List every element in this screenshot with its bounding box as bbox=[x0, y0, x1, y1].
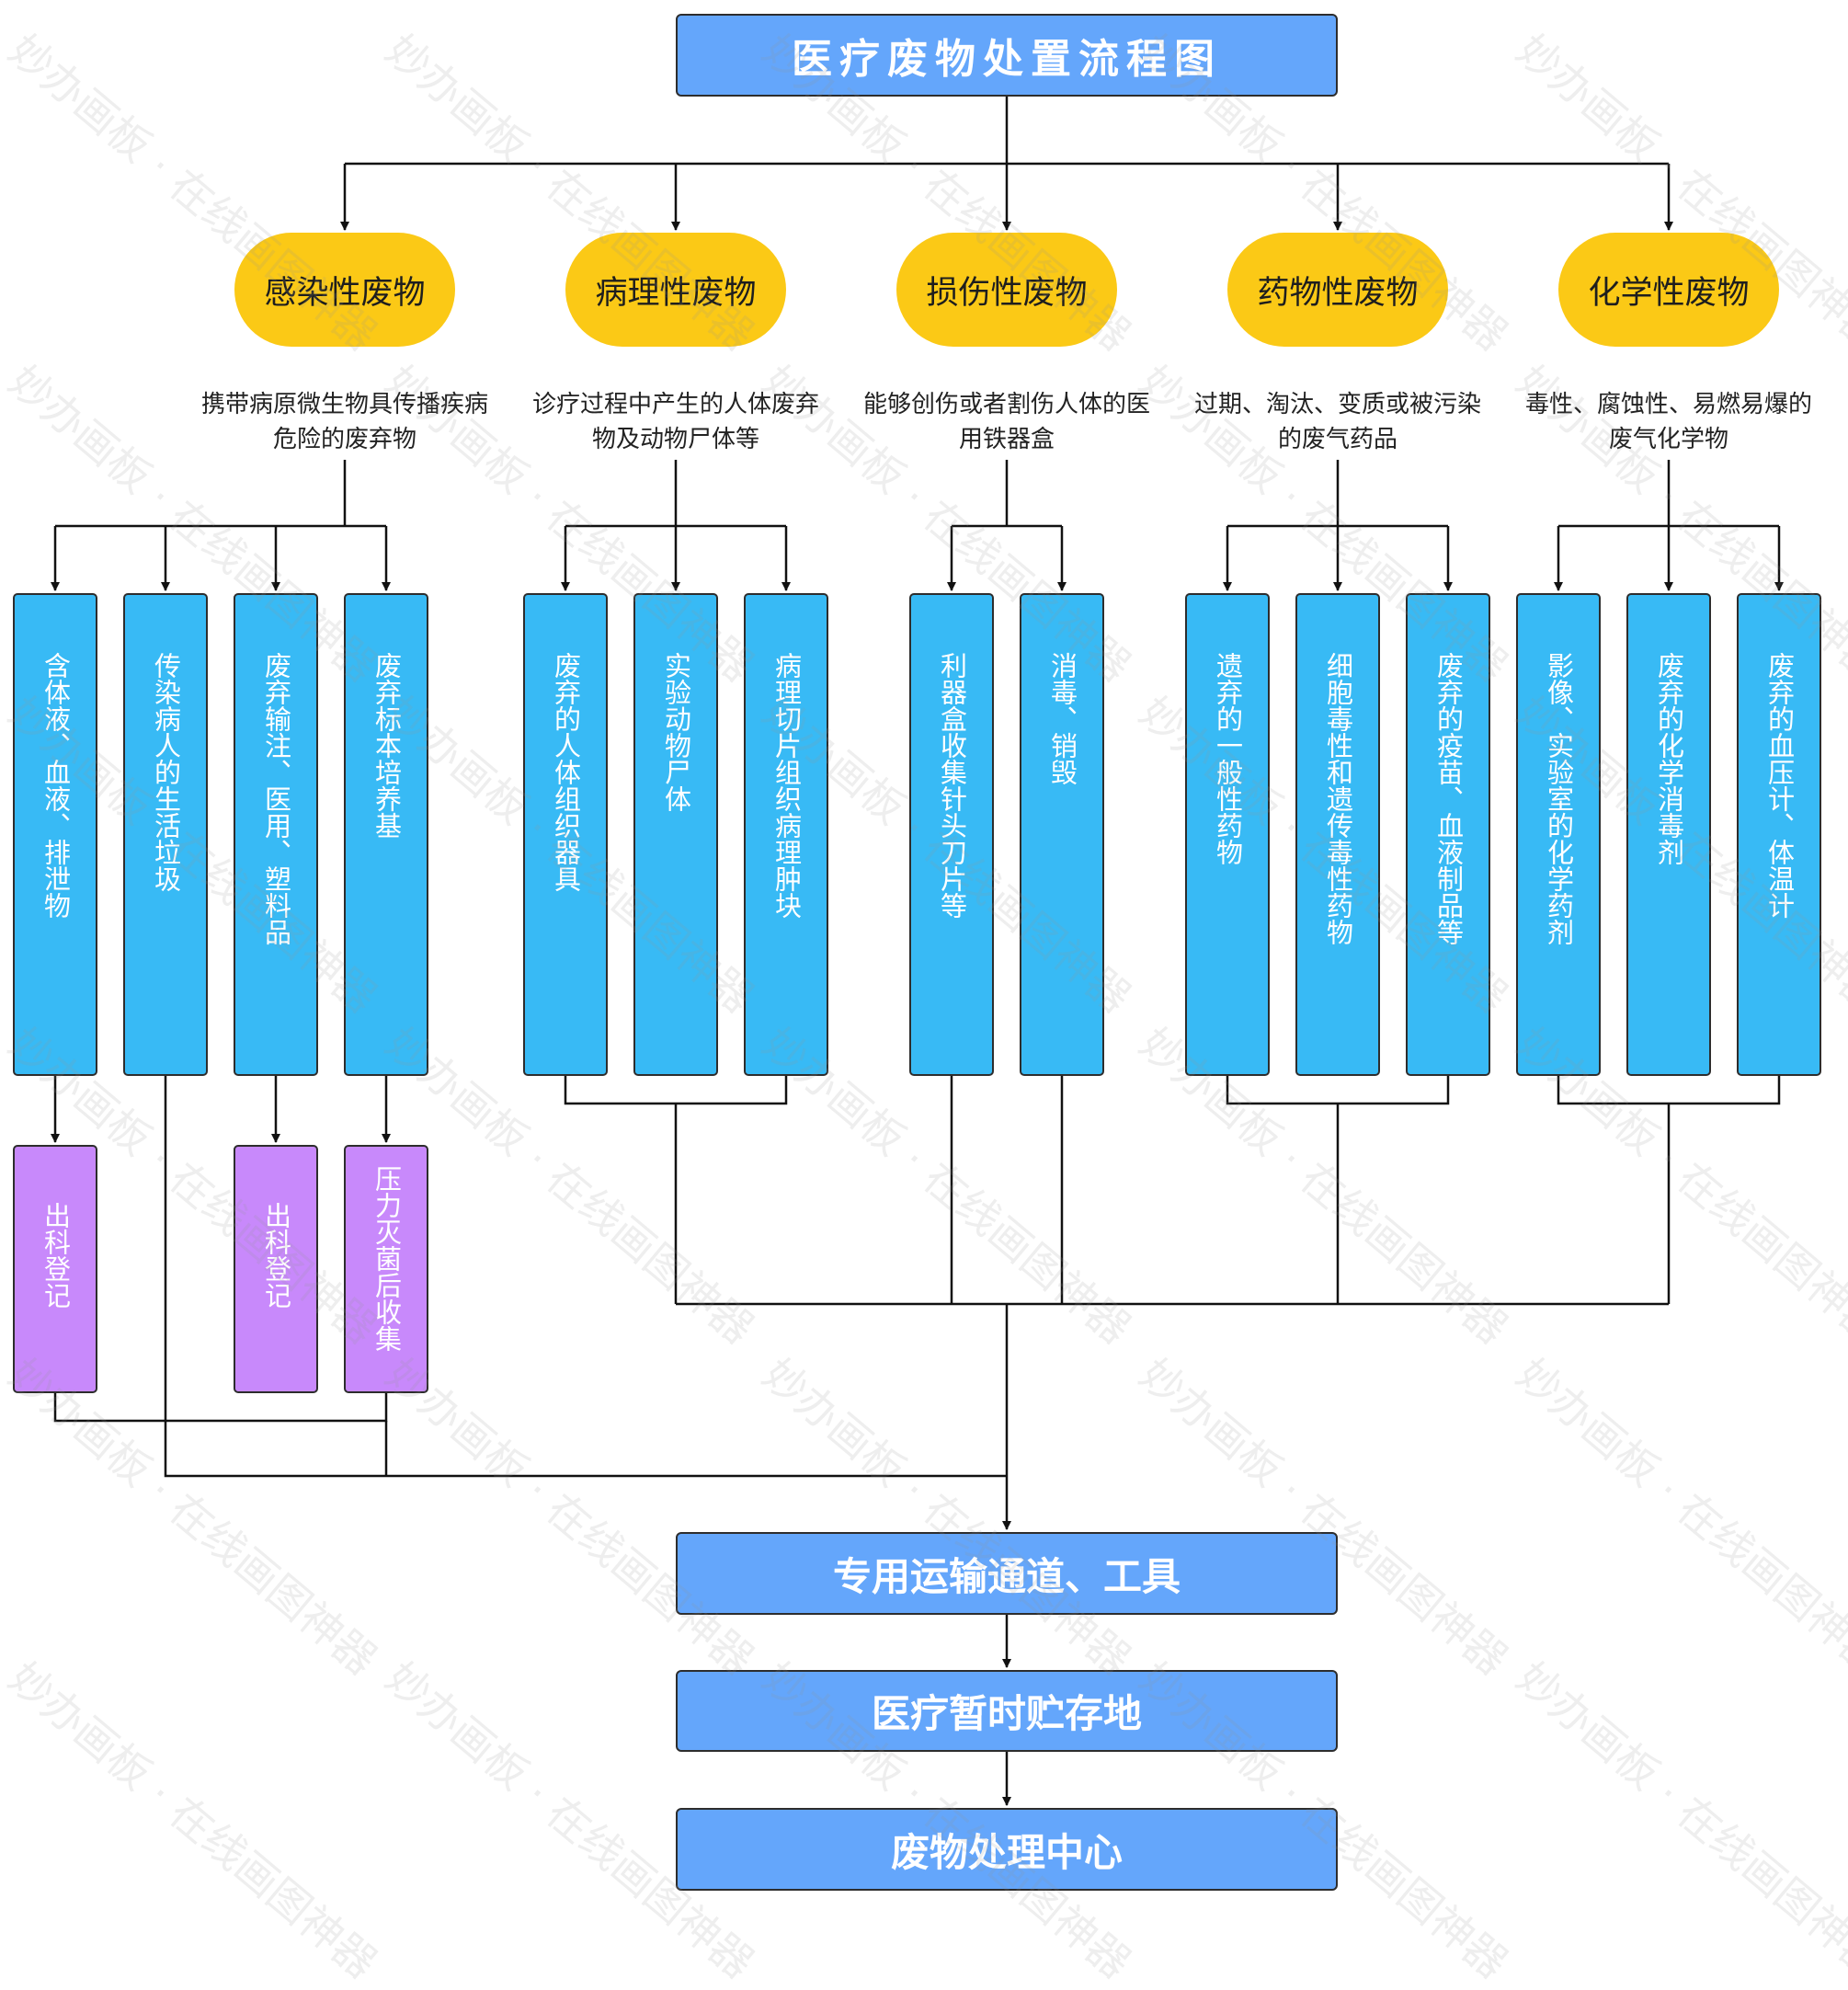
storage-box: 医疗暂时贮存地 bbox=[676, 1670, 1338, 1752]
category-pharmaceutical: 药物性废物 bbox=[1227, 233, 1448, 347]
description-line: 携带病原微生物具传播疾病 bbox=[200, 391, 488, 418]
category-description: 过期、淘汰、变质或被污染的废气药品 bbox=[1181, 387, 1494, 457]
connector-lines bbox=[51, 97, 1784, 1806]
item-label: 影像、实验室的化学药剂 bbox=[1543, 652, 1575, 945]
description-line: 毒性、腐蚀性、易燃易爆的 bbox=[1524, 391, 1812, 418]
category-label: 损伤性废物 bbox=[926, 274, 1088, 312]
category-chemical: 化学性废物 bbox=[1558, 233, 1779, 347]
sub-item-label: 出科登记 bbox=[260, 1202, 292, 1309]
category-description: 携带病原微生物具传播疾病危险的废弃物 bbox=[188, 387, 501, 457]
item-general-drugs: 遗弃的一般性药物 bbox=[1185, 593, 1270, 1076]
transport-box: 专用运输通道、工具 bbox=[676, 1532, 1338, 1615]
sub-item-register: 出科登记 bbox=[234, 1145, 318, 1393]
treatment-label: 废物处理中心 bbox=[890, 1829, 1123, 1875]
description-line: 的废气药品 bbox=[1277, 426, 1397, 453]
item-label: 病理切片组织病理肿块 bbox=[770, 652, 803, 919]
item-vaccines-blood: 废弃的疫苗、血液制品等 bbox=[1406, 593, 1490, 1076]
category-label: 病理性废物 bbox=[595, 274, 757, 312]
item-disinfectants: 废弃的化学消毒剂 bbox=[1626, 593, 1711, 1076]
category-description: 能够创伤或者割伤人体的医用铁器盒 bbox=[850, 387, 1163, 457]
category-pathological: 病理性废物 bbox=[565, 233, 786, 347]
item-specimen-culture: 废弃标本培养基 bbox=[344, 593, 428, 1076]
item-label: 废弃标本培养基 bbox=[371, 652, 403, 839]
title-text: 医疗废物处置流程图 bbox=[792, 36, 1222, 83]
item-label: 利器盒收集针头刀片等 bbox=[936, 652, 968, 919]
item-label: 实验动物尸体 bbox=[660, 652, 692, 812]
item-label: 细胞毒性和遗传毒性药物 bbox=[1322, 652, 1354, 945]
storage-label: 医疗暂时贮存地 bbox=[871, 1691, 1142, 1736]
description-line: 物及动物尸体等 bbox=[591, 426, 759, 453]
item-cytotoxic-drugs: 细胞毒性和遗传毒性药物 bbox=[1295, 593, 1380, 1076]
category-description: 毒性、腐蚀性、易燃易爆的废气化学物 bbox=[1512, 387, 1825, 457]
sub-item-label: 出科登记 bbox=[40, 1202, 72, 1309]
description-line: 过期、淘汰、变质或被污染 bbox=[1193, 391, 1481, 418]
description-line: 诊疗过程中产生的人体废弃 bbox=[531, 391, 819, 418]
item-label: 含体液、血液、排泄物 bbox=[40, 652, 72, 919]
item-animal-carcass: 实验动物尸体 bbox=[633, 593, 718, 1076]
category-label: 药物性废物 bbox=[1257, 274, 1419, 312]
treatment-center-box: 废物处理中心 bbox=[676, 1808, 1338, 1891]
sub-item-label: 压力灭菌后收集 bbox=[371, 1165, 403, 1352]
item-disinfect-destroy: 消毒、销毁 bbox=[1020, 593, 1104, 1076]
item-label: 消毒、销毁 bbox=[1046, 652, 1078, 785]
item-patient-waste: 传染病人的生活垃圾 bbox=[123, 593, 208, 1076]
sub-item-sterilize: 压力灭菌后收集 bbox=[344, 1145, 428, 1393]
item-pathology-slices: 病理切片组织病理肿块 bbox=[744, 593, 828, 1076]
item-label: 废弃的人体组织器具 bbox=[550, 652, 582, 892]
description-line: 用铁器盒 bbox=[958, 426, 1055, 453]
item-label: 废弃输注、医用、塑料品 bbox=[260, 652, 292, 945]
item-body-fluids: 含体液、血液、排泄物 bbox=[13, 593, 97, 1076]
item-infusion-plastics: 废弃输注、医用、塑料品 bbox=[234, 593, 318, 1076]
category-label: 感染性废物 bbox=[264, 274, 426, 312]
description-line: 废气化学物 bbox=[1608, 426, 1728, 453]
item-label: 传染病人的生活垃圾 bbox=[150, 652, 182, 892]
category-sharps: 损伤性废物 bbox=[896, 233, 1117, 347]
item-sharps-box: 利器盒收集针头刀片等 bbox=[909, 593, 994, 1076]
description-line: 能够创伤或者割伤人体的医 bbox=[862, 391, 1150, 418]
category-infectious: 感染性废物 bbox=[234, 233, 455, 347]
category-description: 诊疗过程中产生的人体废弃物及动物尸体等 bbox=[519, 387, 832, 457]
item-label: 废弃的化学消毒剂 bbox=[1653, 652, 1685, 865]
item-label: 废弃的血压计、体温计 bbox=[1763, 652, 1796, 919]
sub-item-register: 出科登记 bbox=[13, 1145, 97, 1393]
description-line: 危险的废弃物 bbox=[272, 426, 416, 453]
item-label: 遗弃的一般性药物 bbox=[1212, 652, 1244, 865]
category-label: 化学性废物 bbox=[1588, 274, 1750, 312]
item-thermometers: 废弃的血压计、体温计 bbox=[1737, 593, 1821, 1076]
item-lab-chemicals: 影像、实验室的化学药剂 bbox=[1516, 593, 1601, 1076]
diagram-title: 医疗废物处置流程图 bbox=[676, 14, 1338, 97]
item-label: 废弃的疫苗、血液制品等 bbox=[1432, 652, 1465, 945]
transport-label: 专用运输通道、工具 bbox=[832, 1553, 1181, 1599]
item-human-tissue: 废弃的人体组织器具 bbox=[523, 593, 608, 1076]
